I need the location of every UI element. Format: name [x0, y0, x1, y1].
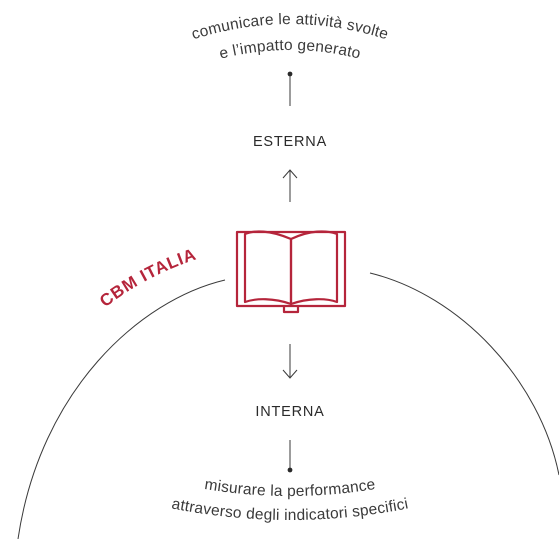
circle-arc-left: [17, 279, 226, 539]
down-arrow-icon: [282, 344, 298, 379]
circle-arc-right: [369, 272, 559, 476]
brand-label: CBM ITALIA: [96, 245, 199, 311]
bottom-connector-dot: [287, 467, 293, 473]
up-arrow-icon: [282, 169, 298, 202]
bottom-caption-line1: misurare la performance: [203, 476, 376, 500]
top-connector-dot: [287, 71, 293, 77]
internal-label: INTERNA: [255, 404, 324, 420]
external-label: ESTERNA: [253, 134, 327, 150]
top-caption-line2: e l’impatto generato: [218, 37, 363, 63]
open-book-icon: [235, 230, 347, 314]
